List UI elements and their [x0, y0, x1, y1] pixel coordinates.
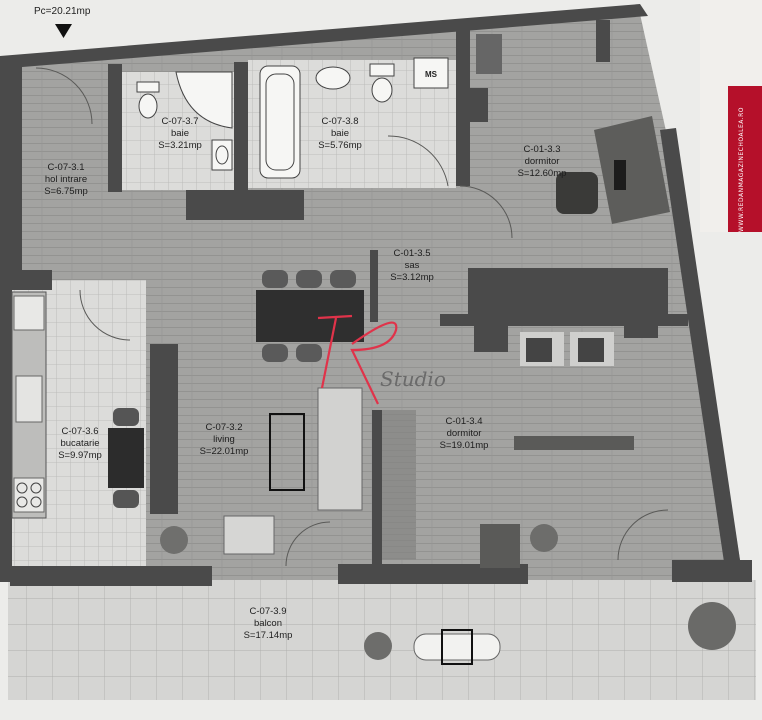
room-label-dormitor-1: C-01-3.3 dormitor S=12.60mp	[518, 144, 567, 179]
entrance-arrow-icon	[55, 24, 72, 38]
kitchen-table	[108, 408, 144, 508]
watermark-text: Studio	[380, 367, 446, 391]
room-code: C-01-3.5	[394, 248, 431, 259]
balcony-furniture	[364, 602, 736, 665]
card-text: WWW.REDANMAGAZINECHOALEA.RO	[738, 107, 745, 232]
room-code: C-07-3.1	[48, 162, 85, 173]
bathroom-fixtures	[136, 57, 449, 179]
room-label-bucatarie: C-07-3.6 bucatarie S=9.97mp	[58, 426, 102, 461]
room-area: S=22.01mp	[200, 446, 249, 457]
room-code: C-07-3.9	[250, 606, 287, 617]
room-name: balcon	[254, 618, 282, 629]
room-area: S=12.60mp	[518, 168, 567, 179]
room-name: baie	[331, 128, 349, 139]
room-name: dormitor	[525, 156, 560, 167]
room-name: hol intrare	[45, 174, 87, 185]
room-name: bucatarie	[60, 438, 99, 449]
room-code: C-07-3.6	[62, 426, 99, 437]
side-business-card: WWW.REDANMAGAZINECHOALEA.RO	[700, 0, 762, 232]
total-area-label: Pc=20.21mp	[34, 6, 91, 17]
room-area: S=17.14mp	[244, 630, 293, 641]
room-area: S=9.97mp	[58, 450, 102, 461]
room-label-baie-1: C-07-3.7 baie S=3.21mp	[158, 116, 202, 151]
room-area: S=19.01mp	[440, 440, 489, 451]
room-area: S=3.12mp	[390, 272, 434, 283]
room-area: S=5.76mp	[318, 140, 362, 151]
living-furniture	[160, 387, 363, 555]
room-code: C-01-3.3	[524, 144, 561, 155]
walls	[0, 4, 752, 586]
room-label-living: C-07-3.2 living S=22.01mp	[200, 422, 249, 457]
room-code: C-07-3.8	[322, 116, 359, 127]
room-code: C-01-3.4	[446, 416, 483, 427]
room-name: baie	[171, 128, 189, 139]
room-area: S=3.21mp	[158, 140, 202, 151]
watermark-logo: Studio	[317, 314, 446, 405]
room-label-baie-2: C-07-3.8 baie S=5.76mp	[318, 116, 362, 151]
room-area: S=6.75mp	[44, 186, 88, 197]
room-name: sas	[405, 260, 420, 271]
room-code: C-07-3.7	[162, 116, 199, 127]
room-label-dormitor-2: C-01-3.4 dormitor S=19.01mp	[440, 416, 489, 451]
room-label-sas: C-01-3.5 sas S=3.12mp	[390, 248, 434, 283]
doors	[35, 67, 669, 567]
kitchen-counter	[11, 291, 47, 519]
room-name: dormitor	[447, 428, 482, 439]
bedroom1-furniture	[476, 34, 670, 224]
ms-label: MS	[425, 70, 438, 79]
room-code: C-07-3.2	[206, 422, 243, 433]
room-label-balcon: C-07-3.9 balcon S=17.14mp	[244, 606, 293, 641]
room-label-hol: C-07-3.1 hol intrare S=6.75mp	[44, 162, 88, 197]
card-red-band	[728, 86, 762, 232]
bedroom2-furniture	[480, 332, 634, 568]
room-name: living	[213, 434, 235, 445]
